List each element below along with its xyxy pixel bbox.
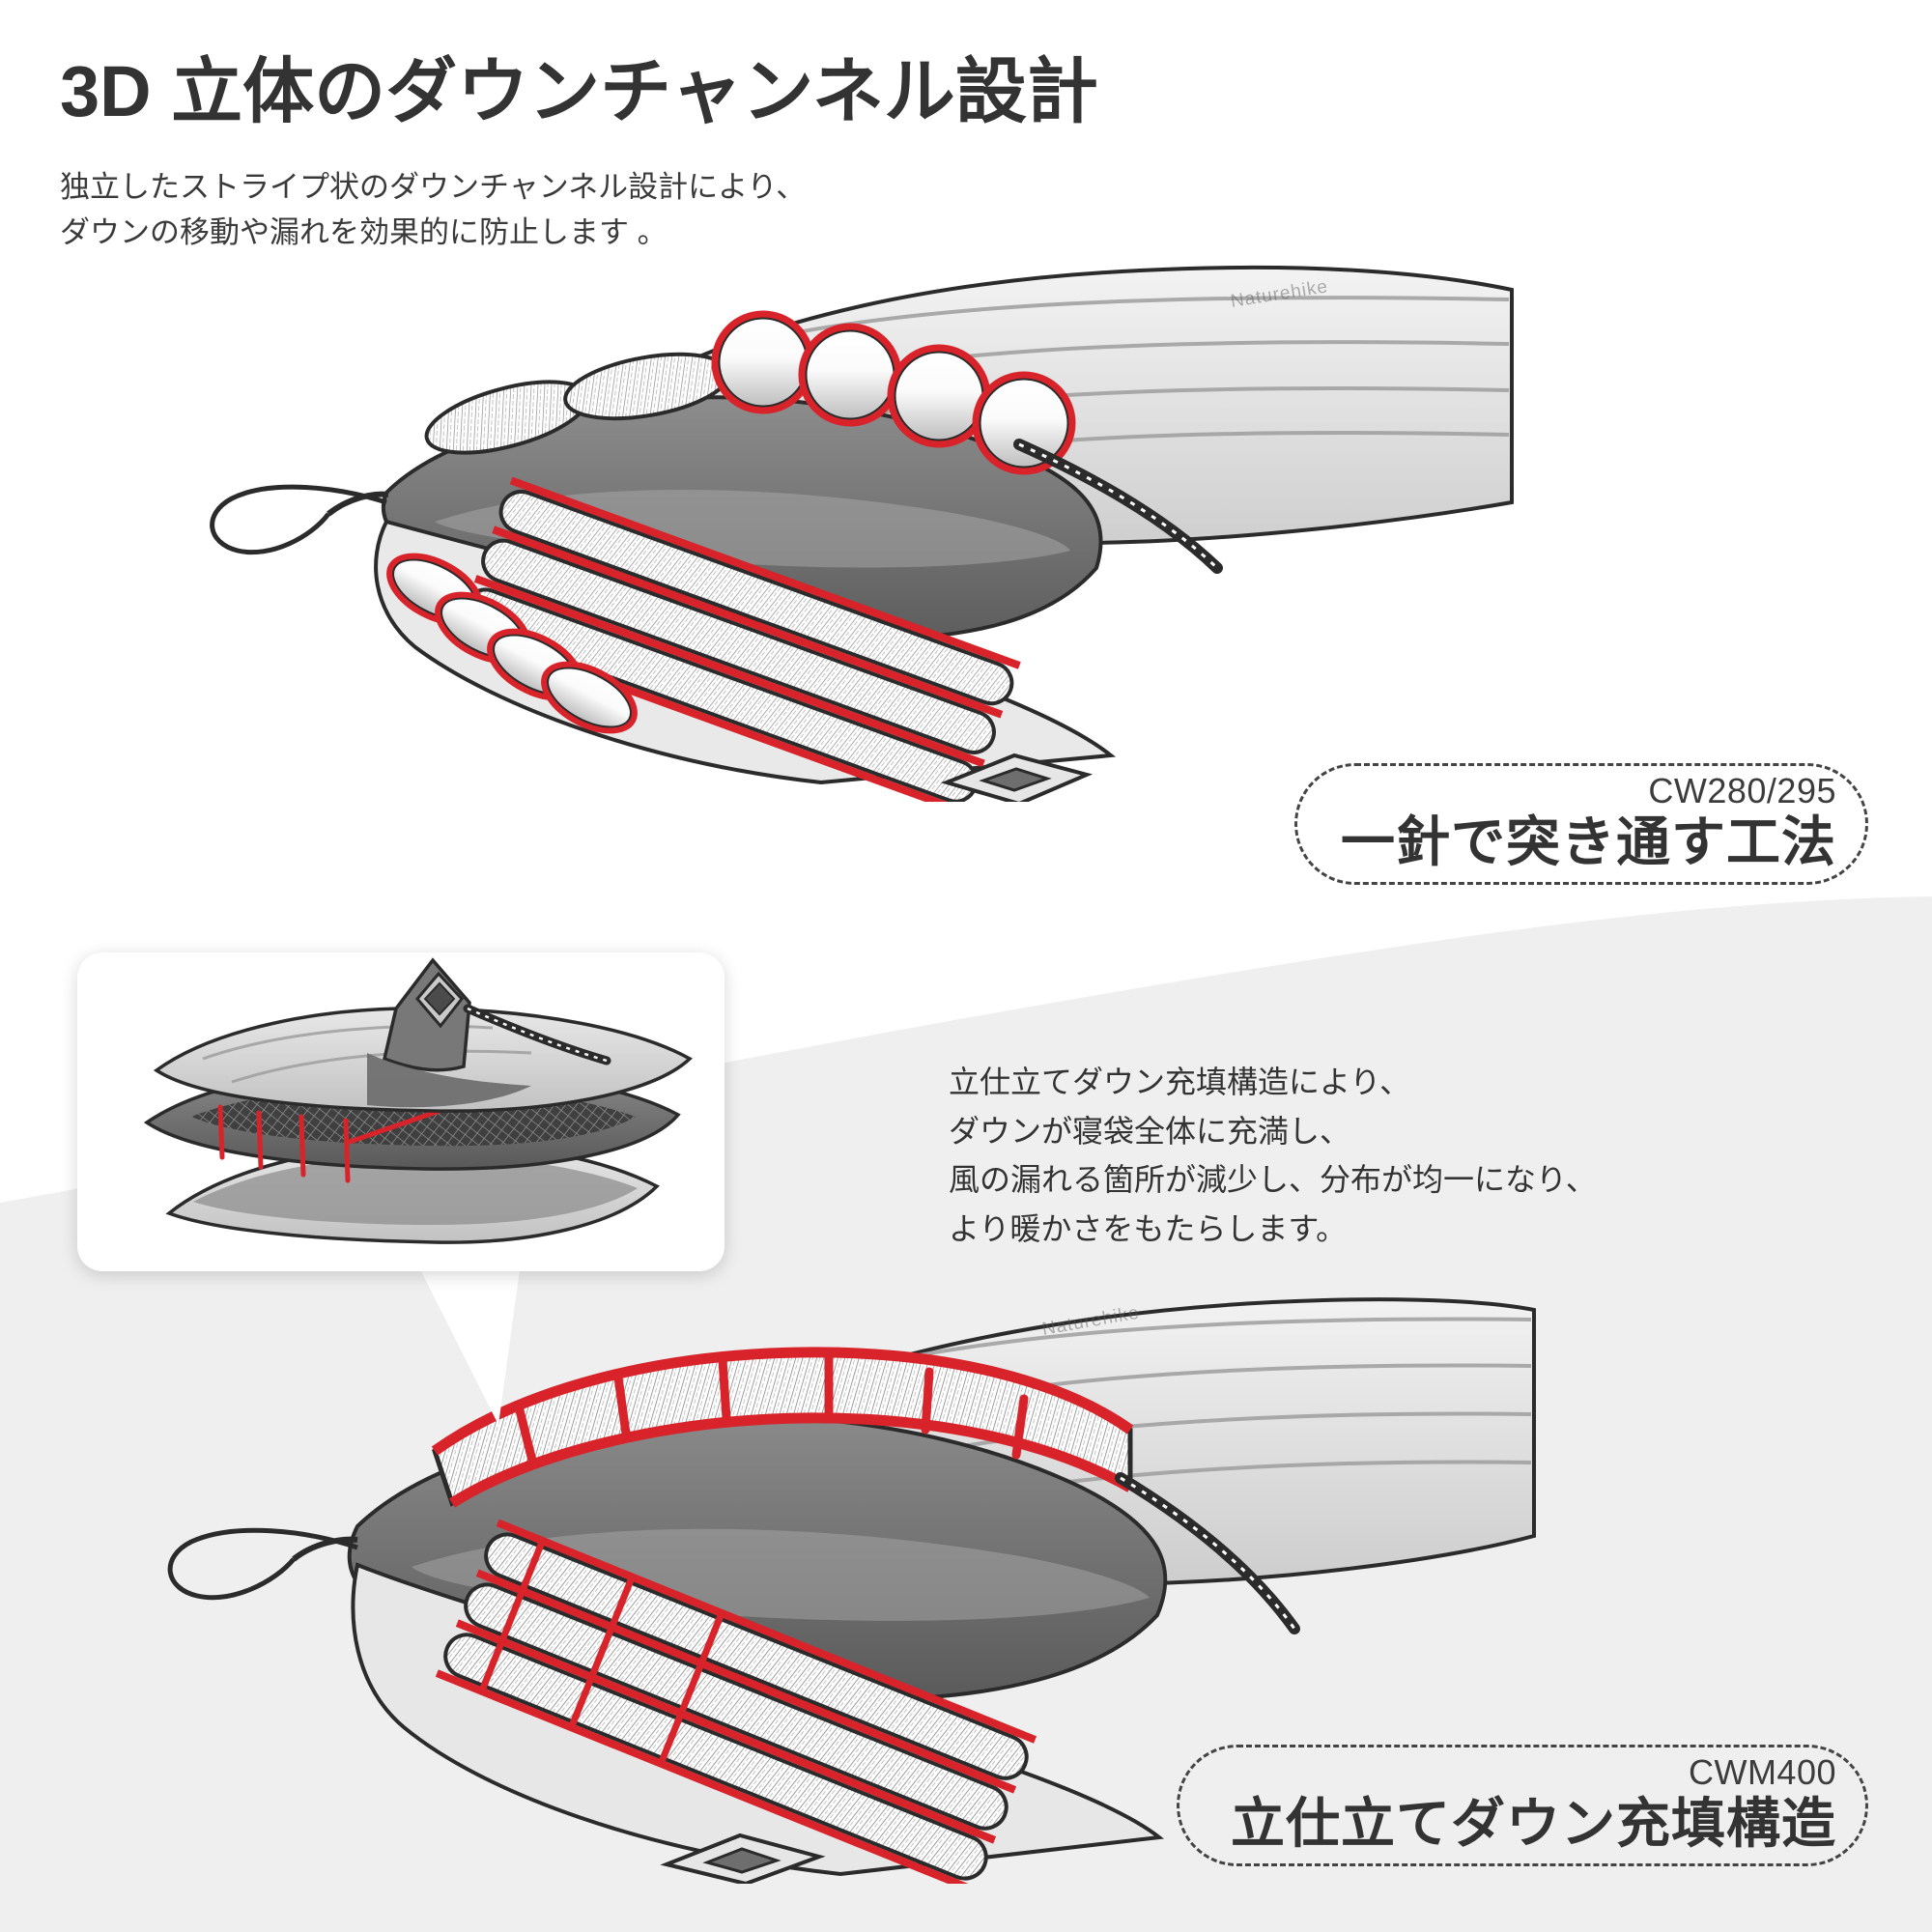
drawcord-loop (167, 1527, 358, 1601)
badge-code: CW280/295 (1648, 770, 1836, 810)
header: 3D 立体のダウンチャンネル設計 独立したストライプ状のダウンチャンネル設計によ… (60, 56, 1098, 255)
diagonal-down-channels (456, 476, 1021, 802)
label-tag (940, 753, 1094, 802)
middle-description-text: 立仕立てダウン充填構造により、 ダウンが寝袋全体に充満し、 風の漏れる箇所が減少… (949, 1065, 1597, 1246)
page-subtitle: 独立したストライプ状のダウンチャンネル設計により、 ダウンの移動や漏れを効果的に… (60, 170, 807, 250)
layered-cross-section-illustration (143, 957, 693, 1244)
badge-title: 一針で突き通す工法 (1341, 810, 1836, 872)
down-chamber-circles (711, 310, 1076, 475)
page-title: 3D 立体のダウンチャンネル設計 (60, 51, 1098, 131)
badge-title: 立仕立てダウン充填構造 (1231, 1792, 1836, 1854)
drawcord-loop (210, 484, 389, 555)
badge-cw280-295[interactable]: CW280/295 一針で突き通す工法 (1294, 763, 1868, 885)
sleeping-bag-top-illustration: Naturehike (210, 265, 1514, 802)
zipper (1013, 439, 1223, 574)
callout-tail (413, 1256, 522, 1425)
lower-chamber-ovals (386, 553, 638, 734)
layered-structure-callout-card (77, 952, 724, 1271)
badge-code: CWM400 (1688, 1751, 1836, 1792)
top-down-tubes (424, 352, 731, 455)
badge-cwm400[interactable]: CWM400 立仕立てダウン充填構造 (1177, 1745, 1868, 1866)
